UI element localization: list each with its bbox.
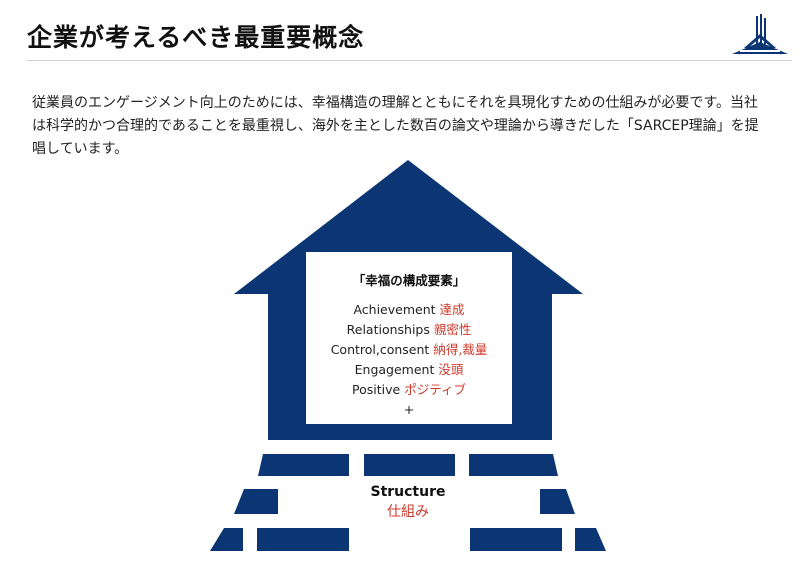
tower-logo-icon bbox=[732, 14, 788, 54]
foundation-brick bbox=[210, 528, 243, 551]
foundation-brick bbox=[470, 528, 562, 551]
title-divider bbox=[27, 60, 792, 61]
element-en: Achievement bbox=[353, 302, 436, 317]
page-title: 企業が考えるべき最重要概念 bbox=[27, 23, 365, 52]
element-control-consent: Control,consent 納得,裁量 bbox=[306, 340, 512, 360]
element-en: Control,consent bbox=[330, 342, 430, 357]
foundation-brick bbox=[234, 489, 278, 514]
element-jp: ポジティブ bbox=[404, 382, 466, 397]
element-jp: 納得,裁量 bbox=[433, 342, 488, 357]
element-en: Relationships bbox=[346, 322, 430, 337]
foundation-brick bbox=[575, 528, 606, 551]
element-en: Engagement bbox=[354, 362, 435, 377]
element-positive: Positive ポジティブ bbox=[306, 380, 512, 400]
element-achievement: Achievement 達成 bbox=[306, 300, 512, 320]
intro-paragraph: 従業員のエンゲージメント向上のためには、幸福構造の理解とともにそれを具現化すため… bbox=[32, 95, 759, 157]
elements-box-title: 「幸福の構成要素」 bbox=[352, 273, 466, 288]
element-jp: 親密性 bbox=[433, 322, 472, 337]
foundation-brick bbox=[257, 528, 349, 551]
element-jp: 達成 bbox=[439, 302, 465, 317]
foundation-label: Structure 仕組み bbox=[358, 482, 458, 522]
element-plus: + bbox=[403, 402, 415, 417]
foundation-brick bbox=[540, 489, 575, 514]
elements-list: Achievement 達成 Relationships 親密性 Control… bbox=[306, 300, 512, 420]
foundation-brick bbox=[258, 454, 349, 476]
foundation-label-en: Structure bbox=[370, 484, 446, 500]
element-engagement: Engagement 没頭 bbox=[306, 360, 512, 380]
foundation-brick bbox=[364, 454, 455, 476]
foundation-label-jp: 仕組み bbox=[387, 504, 429, 520]
foundation-brick bbox=[469, 454, 558, 476]
element-en: Positive bbox=[352, 382, 401, 397]
happiness-elements-box: 「幸福の構成要素」 Achievement 達成 Relationships 親… bbox=[306, 252, 512, 424]
element-jp: 没頭 bbox=[438, 362, 464, 377]
element-relationships: Relationships 親密性 bbox=[306, 320, 512, 340]
